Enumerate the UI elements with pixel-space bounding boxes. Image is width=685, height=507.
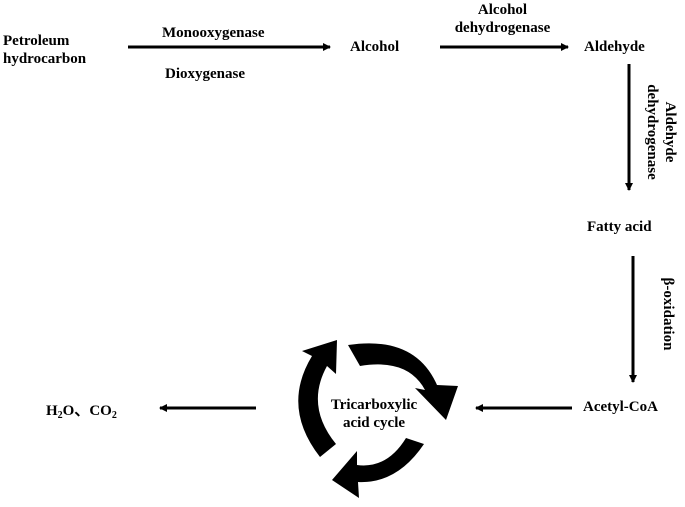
enzyme-aldehyde-dh-line1: Aldehyde (662, 101, 678, 163)
node-tca-cycle: Tricarboxylic acid cycle (311, 396, 437, 432)
tca-cycle-arrows (298, 340, 458, 498)
enzyme-alcohol-dehydrogenase: Alcohol dehydrogenase (440, 1, 565, 37)
cycle-arrow-bottom (332, 438, 424, 498)
products-co-sub: 2 (111, 410, 117, 421)
products-o-co: O、CO (62, 403, 112, 419)
enzyme-aldehyde-dehydrogenase: Aldehyde dehydrogenase (641, 76, 679, 188)
node-acetyl-coa: Acetyl-CoA (583, 399, 658, 415)
cycle-arrow-top (348, 343, 458, 420)
node-aldehyde: Aldehyde (584, 39, 645, 55)
node-alcohol: Alcohol (350, 39, 400, 55)
node-petroleum-line2: hydrocarbon (3, 51, 87, 67)
products-h-sub: 2 (57, 410, 63, 421)
enzyme-beta-oxidation: β-oxidation (660, 277, 676, 351)
enzyme-aldehyde-dh-line2: dehydrogenase (644, 84, 660, 180)
node-tca-line1: Tricarboxylic (330, 397, 418, 413)
node-products: H2O、CO2 (46, 402, 117, 421)
node-fatty-acid: Fatty acid (587, 219, 652, 235)
cycle-arrow-left (298, 340, 337, 457)
node-petroleum-line1: Petroleum (3, 33, 70, 49)
enzyme-monooxygenase: Monooxygenase (162, 25, 265, 41)
enzyme-alcohol-dh-line2: dehydrogenase (454, 20, 551, 36)
node-petroleum-hydrocarbon: Petroleum hydrocarbon (3, 32, 86, 68)
node-tca-line2: acid cycle (342, 415, 406, 431)
enzyme-dioxygenase: Dioxygenase (165, 66, 245, 82)
enzyme-alcohol-dh-line1: Alcohol (477, 2, 528, 18)
products-h: H (46, 403, 58, 419)
